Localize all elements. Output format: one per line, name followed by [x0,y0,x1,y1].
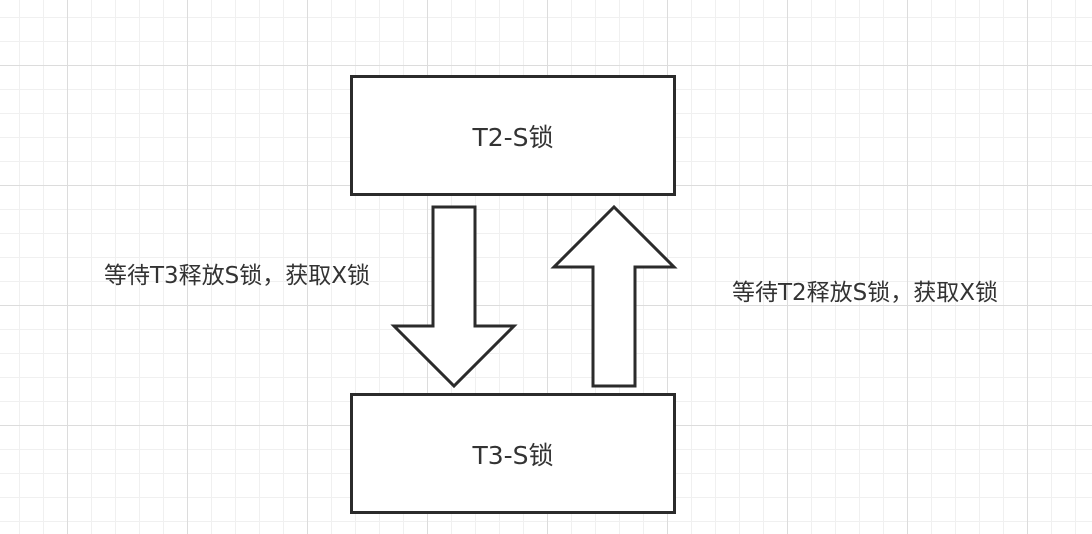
arrow-down-t2-to-t3 [390,205,518,389]
node-t3-s-lock: T3-S锁 [350,393,676,514]
edge-label-t2-to-t3: 等待T3释放S锁，获取X锁 [104,263,371,289]
node-t2-label: T2-S锁 [472,122,554,152]
node-t2-s-lock: T2-S锁 [350,75,676,196]
node-t3-label: T3-S锁 [472,440,554,470]
edge-label-t3-to-t2: 等待T2释放S锁，获取X锁 [732,280,999,306]
arrow-up-t3-to-t2 [550,204,678,388]
